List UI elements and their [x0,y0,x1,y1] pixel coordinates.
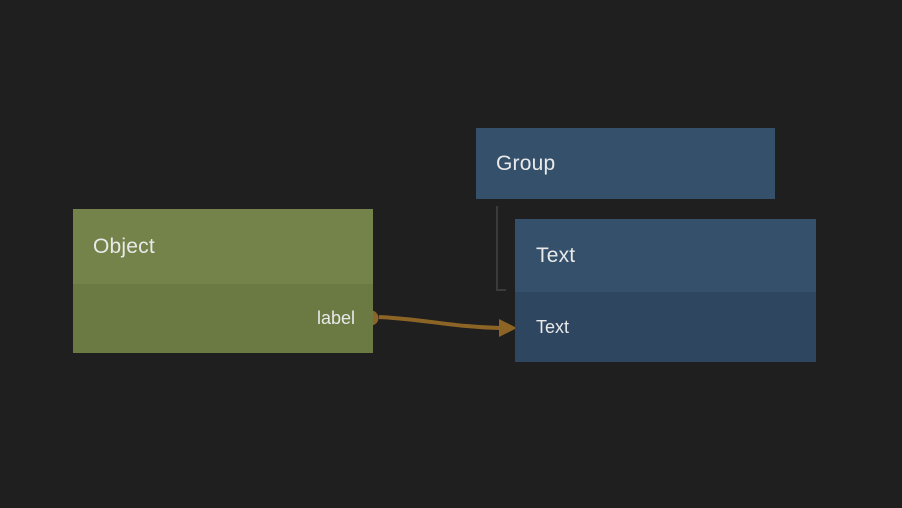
port-label-text: label [316,308,355,328]
group-child-tree-line [496,206,506,291]
node-group-header[interactable]: Group [476,128,775,199]
node-text-title: Text [536,243,576,267]
node-object[interactable]: Object label [73,209,373,353]
node-group-title: Group [496,151,556,175]
node-text-row-text[interactable]: Text [515,292,816,362]
node-text-header[interactable]: Text [515,219,816,292]
node-object-title: Object [93,234,155,258]
node-object-port-row-label[interactable]: label [73,284,373,353]
connection-wire[interactable] [378,315,501,330]
node-text[interactable]: Text Text [515,219,816,362]
node-group[interactable]: Group [476,128,775,199]
node-object-header[interactable]: Object [73,209,373,284]
node-text-row-label: Text [536,316,570,337]
